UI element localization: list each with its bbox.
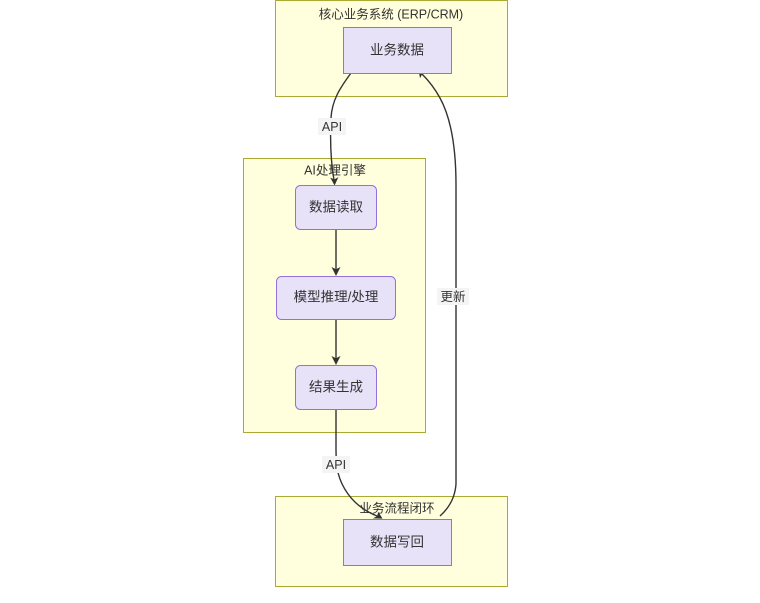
- cluster-ai-processing-engine-label: AI处理引擎: [304, 162, 366, 177]
- edge-data-writeback-to-business-data-path: [421, 73, 457, 517]
- cluster-core-business-system: 核心业务系统 (ERP/CRM): [275, 0, 508, 97]
- cluster-business-process-loop-label: 业务流程闭环: [359, 500, 434, 515]
- edge-model-inference-to-result-generation-arrowhead: [331, 356, 341, 365]
- node-model-inference[interactable]: 模型推理/处理: [276, 276, 396, 320]
- edge-data-read-to-model-inference-arrowhead: [331, 267, 341, 276]
- node-model-inference-box[interactable]: [276, 276, 396, 320]
- node-model-inference-label: 模型推理/处理: [294, 290, 379, 305]
- node-result-generation-label: 结果生成: [309, 380, 363, 395]
- node-result-generation-box[interactable]: [295, 365, 377, 410]
- edge-label-update: 更新: [437, 288, 469, 305]
- edge-result-generation-to-data-writeback-arrowhead: [372, 511, 383, 519]
- node-data-read-label: 数据读取: [309, 200, 363, 215]
- edge-label-api-top-text: API: [322, 120, 342, 134]
- edge-data-read-to-model-inference: [331, 229, 341, 276]
- edge-business-data-to-data-read-arrowhead: [330, 177, 339, 186]
- node-data-writeback-label: 数据写回: [370, 535, 424, 550]
- edge-label-api-top-bg: [318, 118, 346, 135]
- node-business-data-label: 业务数据: [370, 43, 424, 58]
- edge-label-api-top: API: [318, 118, 346, 135]
- node-result-generation[interactable]: 结果生成: [295, 365, 377, 410]
- node-data-read-box[interactable]: [295, 185, 377, 230]
- edge-model-inference-to-result-generation: [331, 319, 341, 365]
- edge-label-api-bottom-bg: [322, 456, 350, 473]
- edge-label-update-bg: [437, 288, 469, 305]
- node-data-read[interactable]: 数据读取: [295, 185, 377, 230]
- edge-label-api-bottom: API: [322, 456, 350, 473]
- node-data-writeback-box[interactable]: [343, 519, 452, 566]
- node-business-data-box[interactable]: [343, 27, 452, 74]
- node-data-writeback[interactable]: 数据写回: [343, 519, 452, 566]
- node-business-data[interactable]: 业务数据: [343, 27, 452, 74]
- cluster-core-business-system-label: 核心业务系统 (ERP/CRM): [319, 6, 463, 21]
- edge-label-update-text: 更新: [440, 289, 465, 304]
- edge-label-api-bottom-text: API: [326, 458, 346, 472]
